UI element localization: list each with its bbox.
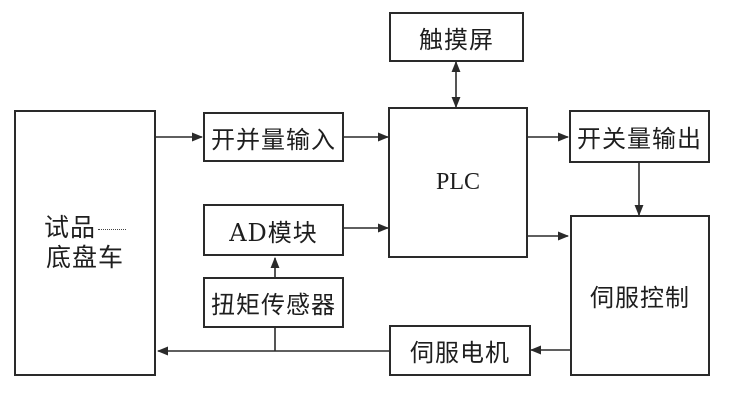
servo-motor-block: 伺服电机: [389, 325, 531, 376]
chassis-label-line2: 底盘车: [45, 243, 124, 272]
servo-control-block: 伺服控制: [570, 215, 710, 376]
chassis-label: 试品 底盘车: [44, 213, 126, 273]
servo-control-label: 伺服控制: [590, 284, 690, 312]
plc-label: PLC: [435, 169, 480, 195]
switch-output-label: 开关量输出: [577, 125, 702, 153]
servo-motor-label: 伺服电机: [410, 339, 510, 367]
chassis-label-line1: 试品: [44, 213, 126, 243]
ad-module-block: AD模块: [203, 204, 344, 256]
plc-block: PLC: [388, 107, 528, 258]
ad-module-label: AD模块: [229, 218, 318, 247]
switch-input-label: 开并量输入: [211, 125, 336, 154]
torque-sensor-block: 扭矩传感器: [203, 277, 344, 328]
switch-output-block: 开关量输出: [569, 110, 710, 163]
torque-sensor-label: 扭矩传感器: [211, 291, 336, 319]
switch-input-block: 开并量输入: [203, 112, 344, 162]
touchscreen-block: 触摸屏: [389, 12, 524, 62]
touchscreen-label: 触摸屏: [419, 25, 494, 54]
chassis-block: 试品 底盘车: [14, 110, 156, 376]
